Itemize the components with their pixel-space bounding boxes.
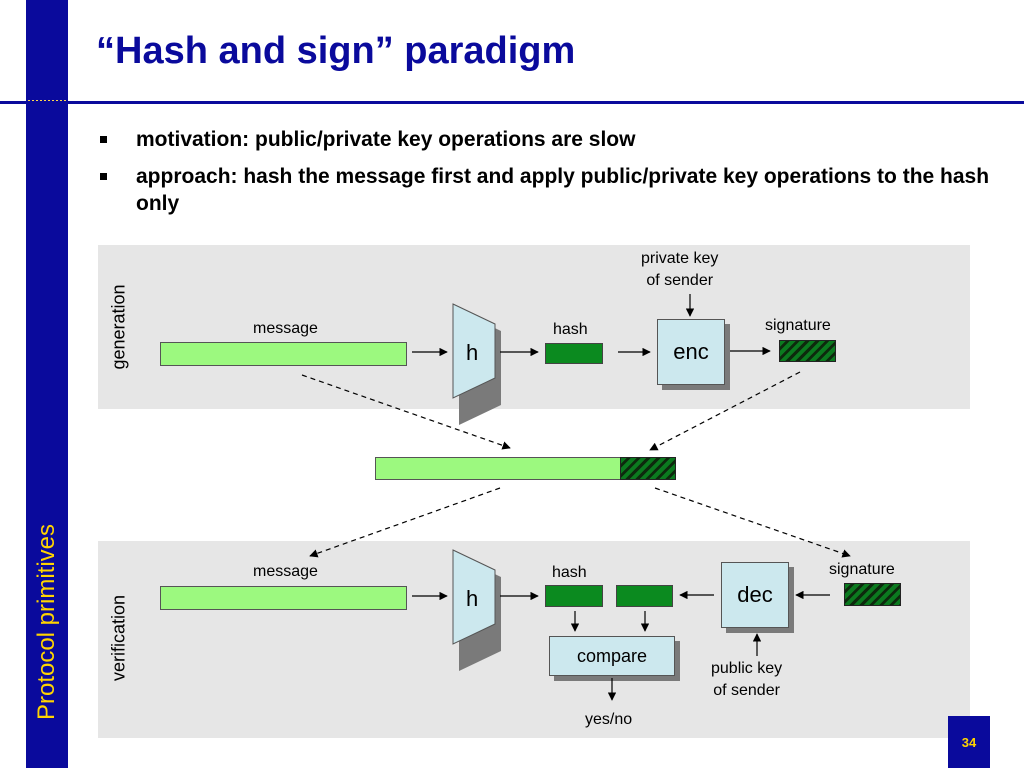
dec-box: dec	[721, 562, 789, 628]
generation-message-label: message	[253, 320, 318, 337]
generation-h-shape	[452, 303, 496, 399]
verification-hash-bar-decrypted	[616, 585, 673, 607]
verification-hash-bar-computed	[545, 585, 603, 607]
verification-signature-bar	[844, 583, 901, 606]
enc-box: enc	[657, 319, 725, 385]
bullet-text: approach: hash the message first and app…	[136, 165, 990, 215]
generation-message-bar	[160, 342, 407, 366]
dashed-signed-to-signature	[654, 487, 851, 558]
sidebar	[26, 0, 68, 768]
public-key-label-line1: public key	[711, 660, 783, 677]
bullet-list: motivation: public/private key operation…	[98, 126, 998, 227]
compare-box: compare	[549, 636, 675, 676]
verification-hash-label: hash	[552, 564, 587, 581]
generation-panel	[98, 245, 970, 409]
generation-signature-label: signature	[765, 317, 831, 334]
slide-title: “Hash and sign” paradigm	[96, 30, 576, 72]
page-number: 34	[948, 716, 990, 768]
verification-message-bar	[160, 586, 407, 610]
bullet-item: motivation: public/private key operation…	[98, 126, 998, 153]
verification-signature-label: signature	[829, 561, 895, 578]
private-key-label-line2: of sender	[646, 272, 714, 289]
generation-hash-label: hash	[553, 321, 588, 338]
verification-h-label: h	[466, 586, 479, 611]
dashed-signature-to-signed	[649, 371, 801, 451]
generation-h-label: h	[466, 340, 479, 365]
private-key-label: private key of sender	[641, 248, 718, 292]
verification-h-shape	[452, 549, 496, 645]
generation-signature-bar	[779, 340, 836, 362]
private-key-label-line1: private key	[641, 250, 719, 267]
bullet-item: approach: hash the message first and app…	[98, 163, 998, 217]
generation-hash-bar	[545, 343, 603, 364]
bullet-text: motivation: public/private key operation…	[136, 128, 636, 151]
verification-message-label: message	[253, 563, 318, 580]
result-label: yes/no	[585, 711, 633, 728]
dashed-signed-to-message	[309, 487, 501, 558]
title-rule	[0, 101, 1024, 104]
verification-panel	[98, 541, 970, 738]
public-key-label: public key of sender	[711, 658, 782, 702]
bullet-square-icon	[100, 136, 107, 143]
dashed-message-to-signed	[301, 374, 511, 450]
public-key-label-line2: of sender	[713, 682, 780, 699]
signed-message-signature-bar	[620, 457, 676, 480]
bullet-square-icon	[100, 173, 107, 180]
